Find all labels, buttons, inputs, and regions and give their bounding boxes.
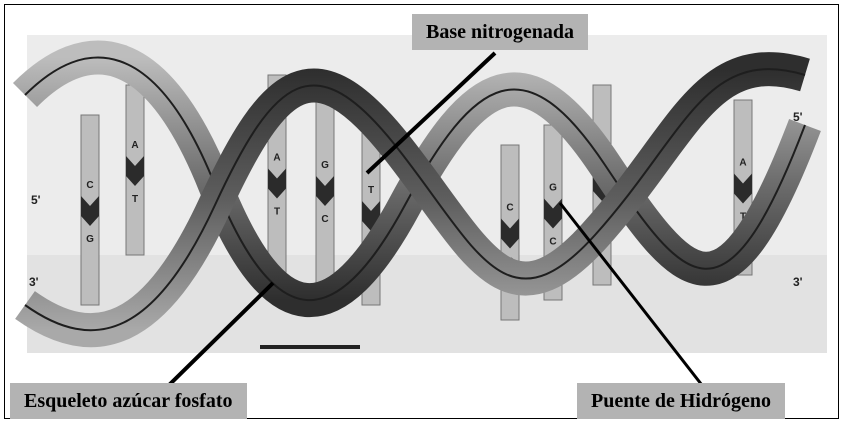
- base-letter-top: T: [368, 185, 374, 196]
- strand-end-left-bottom: 3': [29, 275, 39, 289]
- label-esqueleto-azucar-fosfato: Esqueleto azúcar fosfato: [10, 383, 247, 419]
- base-letter-bottom: C: [549, 237, 556, 248]
- strand-end-right-top: 5': [793, 110, 803, 124]
- base-letter-top: C: [506, 203, 513, 214]
- base-letter-top: A: [739, 158, 746, 169]
- strand-end-right-bottom: 3': [793, 275, 803, 289]
- base-letter-top: G: [321, 160, 329, 171]
- base-letter-top: C: [86, 180, 93, 191]
- base-letter-bottom: T: [274, 207, 280, 218]
- base-letter-bottom: T: [132, 194, 138, 205]
- underline-bar: [260, 345, 360, 349]
- base-letter-top: A: [131, 140, 138, 151]
- label-puente-de-hidrogeno: Puente de Hidrógeno: [577, 383, 785, 419]
- strand-end-left-top: 5': [31, 193, 41, 207]
- base-letter-bottom: C: [321, 214, 328, 225]
- base-letter-top: A: [273, 153, 280, 164]
- label-base-nitrogenada: Base nitrogenada: [412, 14, 588, 50]
- base-letter-top: G: [549, 183, 557, 194]
- base-letter-bottom: G: [86, 234, 94, 245]
